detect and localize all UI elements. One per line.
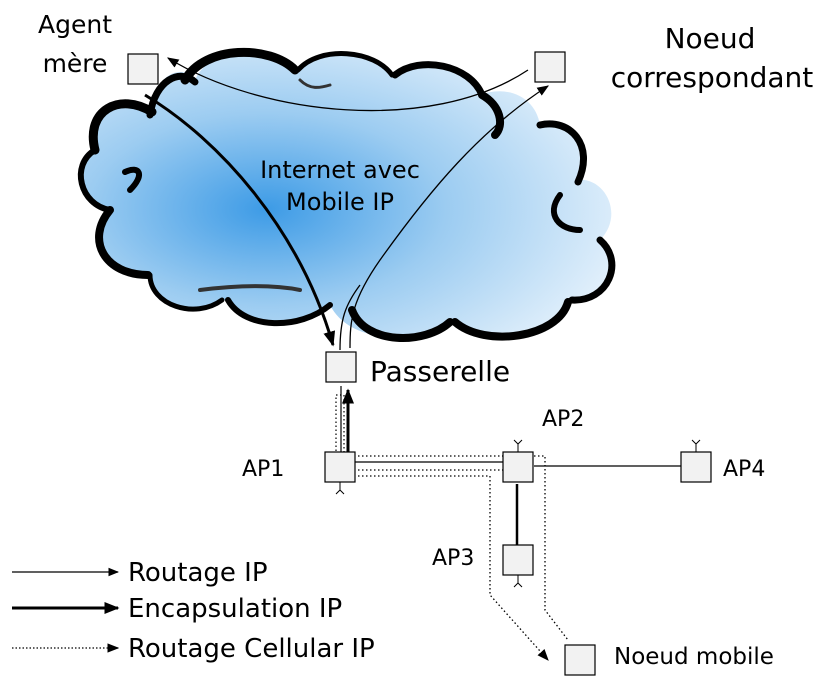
correspondent-node[interactable] [534,51,566,83]
route-gateway-to-correspondent [349,85,549,349]
legend-ip-encapsulation: Encapsulation IP [128,594,342,624]
ap2-node[interactable] [502,451,534,483]
internet-label-2: Mobile IP [286,188,394,216]
ap3-node[interactable] [502,544,534,576]
ap2-label: AP2 [542,407,584,432]
gateway-label: Passerelle [370,355,510,388]
home-agent-node[interactable] [127,53,159,85]
gateway-node[interactable] [325,351,357,383]
legend-ip-routing: Routage IP [128,558,268,588]
legend: Routage IP Encapsulation IP Routage Cell… [12,558,375,664]
home-agent-label: Agent [38,10,112,39]
correspondent-label-2: correspondant [611,61,814,94]
ap4-label: AP4 [723,457,765,482]
ap3-label: AP3 [432,546,474,571]
mobile-node[interactable] [564,644,596,676]
home-agent-label-2: mère [43,49,108,78]
antenna-icon [335,439,701,588]
ap4-node[interactable] [680,451,712,483]
ap1-node[interactable] [324,451,356,483]
correspondent-label: Noeud [665,22,756,55]
internet-label: Internet avec [260,156,420,184]
internet-cloud [77,47,616,342]
encapsulation-home-agent-to-gateway [144,93,336,347]
legend-cellular-ip-routing: Routage Cellular IP [128,634,375,664]
mobile-node-label: Noeud mobile [614,644,774,670]
route-correspondent-to-home-agent [167,57,529,112]
route-gateway-uplink [339,284,361,351]
ap1-label: AP1 [242,457,284,482]
